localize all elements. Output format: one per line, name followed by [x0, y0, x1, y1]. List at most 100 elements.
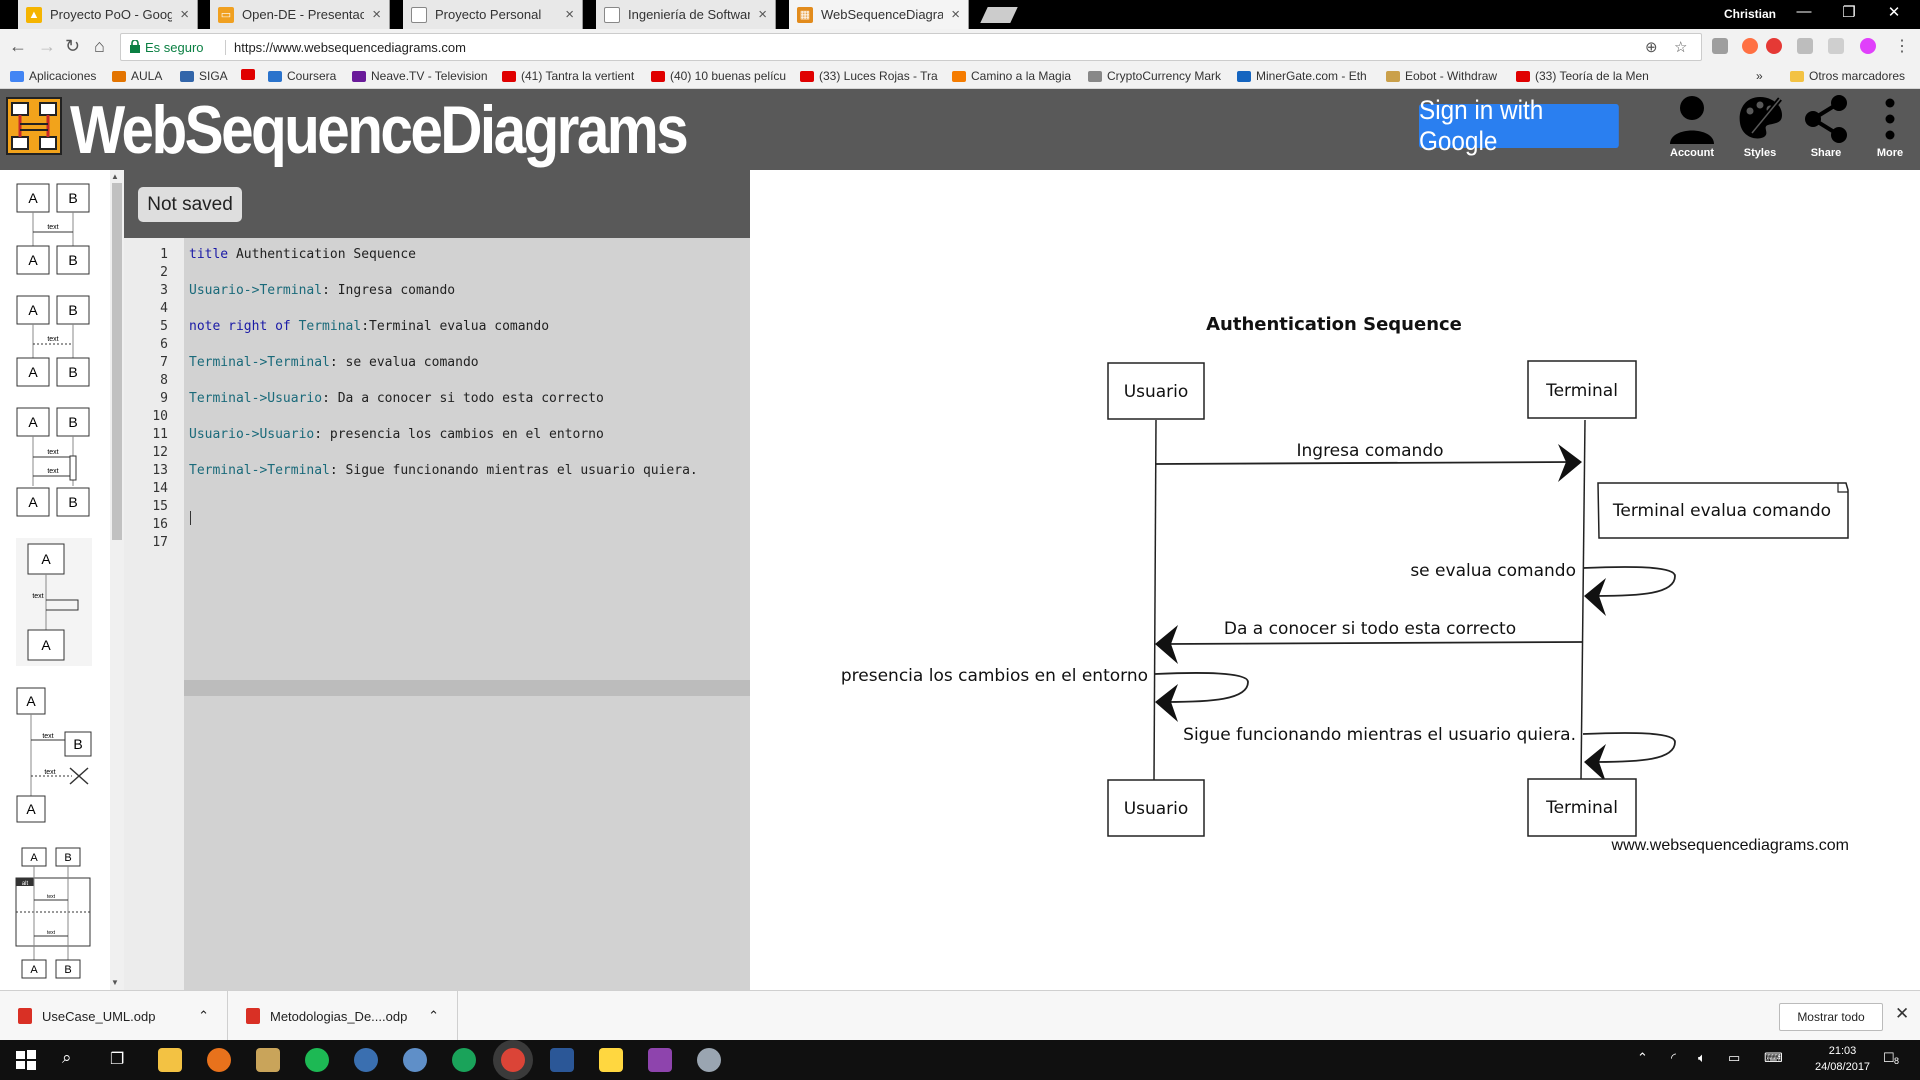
sticky-notes-icon[interactable]	[599, 1048, 623, 1072]
reload-icon[interactable]: ↻	[65, 36, 81, 56]
app-icon[interactable]	[354, 1048, 378, 1072]
app-icon[interactable]	[550, 1048, 574, 1072]
share-button[interactable]: Share	[1794, 93, 1858, 159]
message-presencia-cambios[interactable]: presencia los cambios en el entorno	[841, 666, 1249, 722]
save-status-button[interactable]: Not saved	[138, 187, 242, 222]
browser-tab[interactable]: Proyecto Personal ×	[403, 0, 583, 29]
scroll-down-icon[interactable]: ▼	[111, 978, 119, 987]
address-bar[interactable]: Es seguro https://www.websequencediagram…	[120, 33, 1702, 61]
participant-terminal-top[interactable]: Terminal	[1527, 360, 1637, 419]
code-line[interactable]: 8	[124, 373, 750, 391]
minimize-icon[interactable]: —	[1796, 3, 1812, 20]
spotify-icon[interactable]	[305, 1048, 329, 1072]
show-hidden-icons[interactable]: ⌃	[1637, 1050, 1648, 1065]
code-line[interactable]: 16	[124, 517, 750, 535]
windows-start-icon[interactable]	[14, 1048, 38, 1072]
bookmark[interactable]: AULA	[112, 69, 162, 83]
styles-button[interactable]: Styles	[1728, 93, 1792, 159]
chevron-up-icon[interactable]: ⌃	[428, 1008, 439, 1023]
network-icon[interactable]: ◜	[1671, 1050, 1677, 1065]
bookmark[interactable]: (33) Teoría de la Men	[1516, 69, 1649, 83]
download-item[interactable]: Metodologias_De....odp ⌃	[228, 991, 458, 1041]
note-terminal[interactable]: Terminal evalua comando	[1597, 482, 1849, 539]
bookmark[interactable]: CryptoCurrency Mark	[1088, 69, 1221, 83]
new-tab-button[interactable]	[980, 7, 1018, 23]
close-tab-icon[interactable]: ×	[951, 6, 960, 23]
clock[interactable]: 21:03 24/08/2017	[1815, 1045, 1871, 1073]
bookmark[interactable]: (40) 10 buenas pelícu	[651, 69, 786, 83]
bookmark[interactable]: Camino a la Magia	[952, 69, 1071, 83]
participant-usuario-bottom[interactable]: Usuario	[1107, 779, 1205, 837]
zoom-icon[interactable]: ⊕	[1645, 39, 1658, 56]
bookmark[interactable]: SIGA	[180, 69, 228, 83]
message-sigue-funcionando[interactable]: Sigue funcionando mientras el usuario qu…	[1183, 725, 1676, 782]
palette-scroll-thumb[interactable]	[112, 183, 122, 540]
download-item[interactable]: UseCase_UML.odp ⌃	[0, 991, 228, 1041]
code-line[interactable]: 10	[124, 409, 750, 427]
account-button[interactable]: Account	[1660, 93, 1724, 159]
bookmark-star-icon[interactable]: ☆	[1674, 39, 1688, 56]
home-icon[interactable]: ⌂	[94, 36, 105, 56]
restore-icon[interactable]: ❐	[1842, 4, 1856, 21]
profile-name[interactable]: Christian	[1724, 7, 1777, 21]
message-se-evalua-comando[interactable]: se evalua comando	[1410, 561, 1676, 616]
bookmark[interactable]	[241, 69, 260, 80]
more-button[interactable]: More	[1858, 93, 1920, 159]
code-line[interactable]: 17	[124, 535, 750, 553]
browser-tab[interactable]: ▲ Proyecto PoO - Google D ×	[18, 0, 198, 29]
close-tab-icon[interactable]: ×	[372, 6, 381, 23]
extension-icon[interactable]	[1712, 38, 1728, 54]
bookmark[interactable]: (33) Luces Rojas - Tra	[800, 69, 938, 83]
chrome-icon[interactable]	[501, 1048, 525, 1072]
browser-tab-active[interactable]: ▦ WebSequenceDiagrams ×	[789, 0, 969, 29]
app-icon[interactable]	[697, 1048, 721, 1072]
close-tab-icon[interactable]: ×	[565, 6, 574, 23]
close-tab-icon[interactable]: ×	[758, 6, 767, 23]
code-line[interactable]: 6	[124, 337, 750, 355]
forward-icon[interactable]: →	[38, 36, 56, 56]
code-line[interactable]: 15	[124, 499, 750, 517]
bookmark[interactable]: MinerGate.com - Eth	[1237, 69, 1367, 83]
volume-icon[interactable]: 🔈︎	[1698, 1050, 1706, 1065]
code-line[interactable]: 4	[124, 301, 750, 319]
browser-tab[interactable]: ▭ Open-DE - Presentacione ×	[210, 0, 390, 29]
extension-icon[interactable]	[1828, 38, 1844, 54]
bookmark[interactable]: (41) Tantra la vertient	[502, 69, 634, 83]
scroll-up-icon[interactable]: ▲	[111, 172, 119, 181]
task-view-icon[interactable]: ❐	[110, 1051, 125, 1068]
close-downloads-icon[interactable]: ✕	[1895, 1004, 1910, 1023]
notifications-icon[interactable]: ☐	[1883, 1050, 1895, 1065]
code-line[interactable]: 14	[124, 481, 750, 499]
snippet-self-message[interactable]: A text A	[16, 538, 92, 666]
other-bookmarks[interactable]: Otros marcadores	[1790, 69, 1905, 83]
code-text-area[interactable]	[184, 238, 750, 990]
firefox-icon[interactable]	[207, 1048, 231, 1072]
sign-in-google-button[interactable]: Sign in with Google	[1419, 95, 1619, 156]
opera-extension-icon[interactable]	[1766, 38, 1782, 54]
snippet-activation[interactable]: A B text text A B	[16, 407, 90, 517]
snippet-dashed-message[interactable]: A B text A B	[16, 295, 90, 387]
code-line[interactable]: 12	[124, 445, 750, 463]
app-icon[interactable]	[648, 1048, 672, 1072]
more-bookmarks[interactable]: »	[1756, 69, 1763, 83]
wsd-logo-icon[interactable]	[6, 97, 62, 155]
app-icon[interactable]	[403, 1048, 427, 1072]
back-icon[interactable]: ←	[9, 36, 27, 56]
bookmark[interactable]: Eobot - Withdraw	[1386, 69, 1497, 83]
code-line[interactable]: 2	[124, 265, 750, 283]
extension-icon[interactable]	[1742, 38, 1758, 54]
participant-usuario-top[interactable]: Usuario	[1107, 362, 1205, 420]
app-icon[interactable]	[256, 1048, 280, 1072]
battery-icon[interactable]: ▭	[1728, 1050, 1741, 1065]
close-window-icon[interactable]: ✕	[1887, 4, 1901, 21]
app-icon[interactable]	[452, 1048, 476, 1072]
url-text[interactable]: https://www.websequencediagrams.com	[225, 40, 466, 55]
show-all-downloads-button[interactable]: Mostrar todo	[1779, 1003, 1883, 1031]
participant-terminal-bottom[interactable]: Terminal	[1527, 778, 1637, 837]
message-da-a-conocer[interactable]: Da a conocer si todo esta correcto	[1155, 619, 1583, 664]
